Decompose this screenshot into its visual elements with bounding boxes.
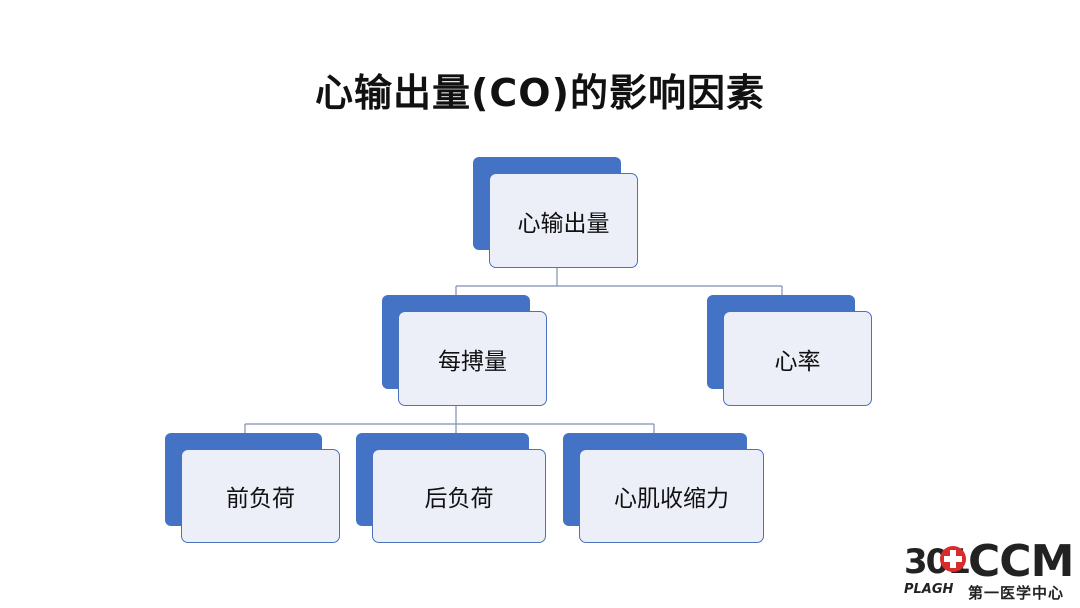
medical-cross-icon	[940, 546, 966, 572]
node-box: 前负荷	[181, 449, 340, 543]
logo-brand: CCM	[968, 536, 1074, 587]
node-box: 心肌收缩力	[579, 449, 764, 543]
node-box: 每搏量	[398, 311, 547, 406]
node-label: 前负荷	[226, 486, 295, 512]
node-label: 心肌收缩力	[614, 486, 729, 512]
page-title: 心输出量(CO)的影响因素	[315, 71, 765, 115]
node-label: 心率	[774, 348, 821, 375]
logo-subline-right: 第一医学中心	[968, 584, 1065, 602]
node-label: 心输出量	[517, 210, 610, 237]
node-box: 心率	[723, 311, 872, 406]
node-label: 后负荷	[424, 486, 494, 512]
brand-logo: 301 CCM PLAGH 第一医学中心	[902, 536, 1078, 606]
logo-subline-left: PLAGH	[904, 582, 954, 597]
node-label: 每搏量	[438, 348, 507, 375]
node-box: 心输出量	[489, 173, 638, 268]
node-box: 后负荷	[372, 449, 546, 543]
